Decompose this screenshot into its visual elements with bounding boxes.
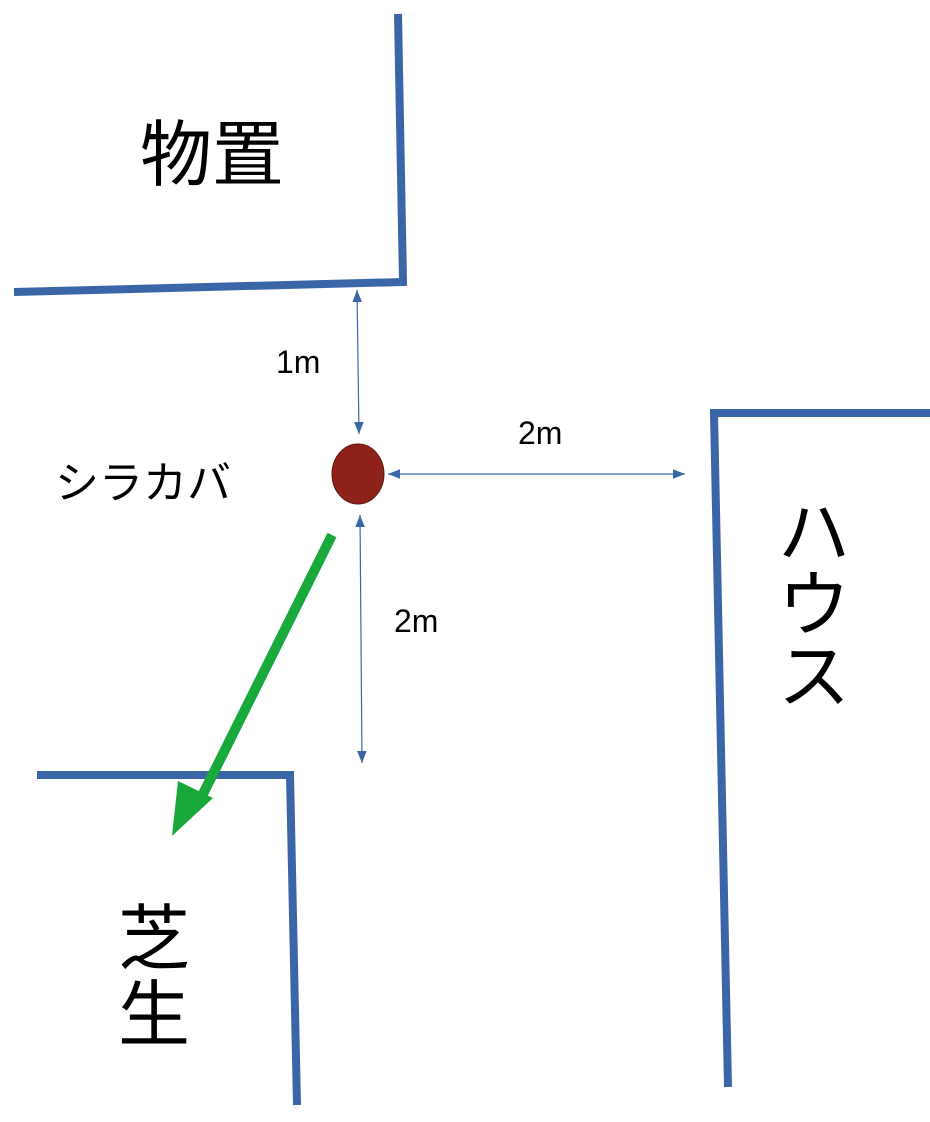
- house-label-char-2: ウ: [778, 563, 850, 647]
- dimension-label-to-shed: 1m: [276, 344, 320, 380]
- lawn-label-char-1: 芝: [118, 897, 190, 981]
- lawn-label-char-2: 生: [118, 973, 190, 1057]
- house-label-char-1: ハ: [778, 491, 850, 575]
- birch-label: シラカバ: [55, 458, 231, 509]
- dimension-label-to-house: 2m: [518, 415, 562, 451]
- dimension-line-to-lawn: [355, 514, 367, 764]
- house-label: ハ ウ ス: [778, 491, 850, 719]
- dimension-line-to-shed: [352, 289, 364, 435]
- shed-wall: [13, 13, 408, 296]
- birch-tree-marker: [331, 443, 385, 505]
- house-label-char-3: ス: [778, 635, 850, 719]
- lawn-wall: [37, 771, 301, 1106]
- dimension-label-to-lawn: 2m: [394, 603, 438, 639]
- lawn-label: 芝 生: [118, 897, 190, 1057]
- shed-label: 物置: [140, 113, 284, 197]
- fall-direction-arrow: [172, 532, 337, 836]
- house-wall: [709, 409, 930, 1088]
